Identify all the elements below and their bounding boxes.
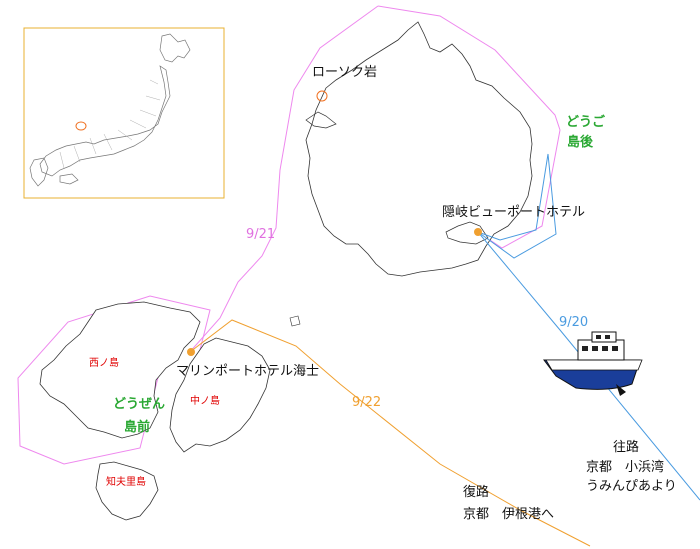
chiburishima-label: 知夫里島 [106,477,146,488]
blue-route [477,153,700,501]
oki-hotel-label: 隠岐ビューポートホテル [442,205,586,220]
japan-outline [29,33,191,187]
islet [289,315,301,327]
return-title: 復路 [463,485,490,500]
dogo-bay [445,221,489,245]
oki-hotel-marker [474,228,482,236]
rousoku-coast [305,111,337,129]
chiburishima-shape [95,461,159,521]
return-destination: 京都 伊根港へ [463,507,555,522]
dozen-label-reading: どうぜん [113,397,166,412]
dozen-label: 島前 [124,420,151,435]
ferry-icon [543,331,643,396]
dogo-label: 島後 [567,135,594,150]
nishinoshima-shape [39,301,201,439]
outbound-origin-detail: うみんぴあより [586,479,677,494]
prefecture-lines [59,79,161,169]
date-922-label: 9/22 [352,395,382,410]
nakanoshima-shape [169,337,271,453]
orange-route [189,319,591,547]
outbound-origin: 京都 小浜湾 [586,460,665,475]
pink-route-crossing [187,5,379,355]
outbound-title: 往路 [613,440,640,455]
rousoku-label: ローソク岩 [312,65,378,80]
date-921-label: 9/21 [246,227,276,242]
dogo-island-shape [305,21,533,277]
pink-route-dozen [17,295,211,465]
nakanoshima-label: 中ノ島 [190,396,220,407]
japan-inset [23,27,225,199]
oki-location-marker [75,121,87,131]
inset-frame [23,27,225,199]
nishinoshima-label: 西ノ島 [89,358,119,369]
pink-route-dogo [377,5,561,249]
dogo-label-reading: どうご [566,115,606,130]
date-920-label: 9/20 [559,315,589,330]
rousoku-marker [316,90,328,102]
ama-hotel-marker [187,348,195,356]
ama-hotel-label: マリンポートホテル海士 [176,364,320,379]
